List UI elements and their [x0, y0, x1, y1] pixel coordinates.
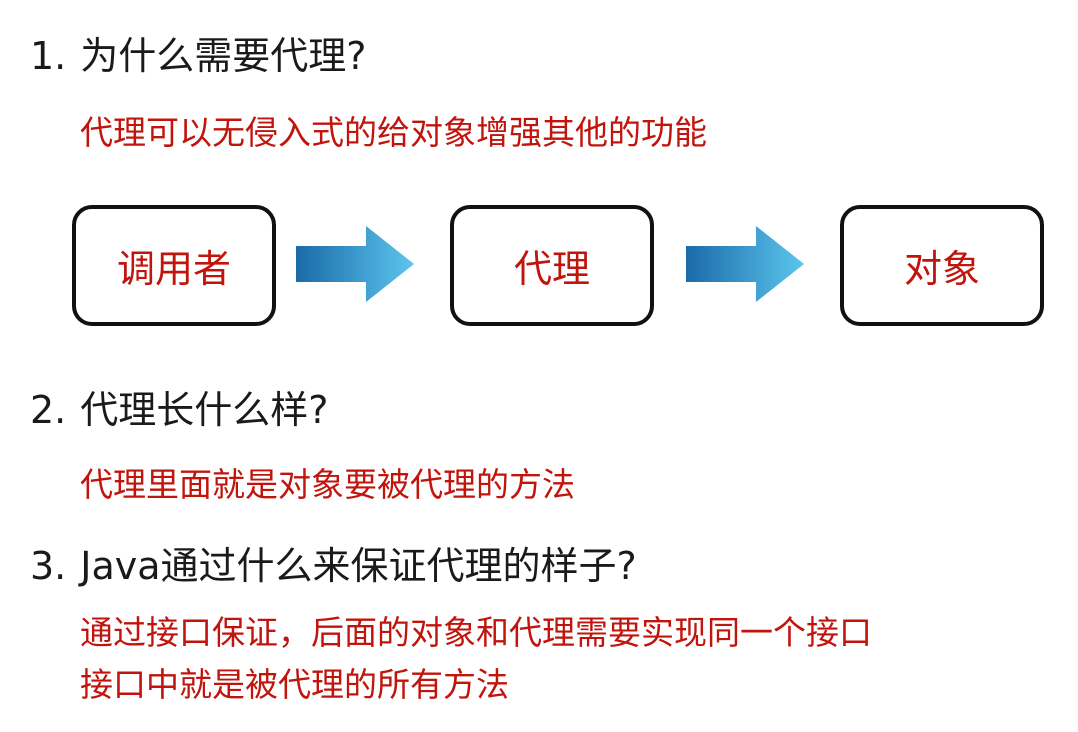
question-2: 2. 代理长什么样?	[30, 388, 329, 432]
answer-3-line-2: 接口中就是被代理的所有方法	[80, 665, 509, 704]
question-2-number: 2.	[30, 388, 67, 432]
answer-2: 代理里面就是对象要被代理的方法	[80, 465, 575, 504]
flow-arrow-2-icon	[686, 226, 804, 302]
question-3: 3. Java通过什么来保证代理的样子?	[30, 544, 637, 588]
question-1: 1. 为什么需要代理?	[30, 34, 367, 78]
flow-box-proxy: 代理	[450, 205, 654, 326]
answer-1: 代理可以无侵入式的给对象增强其他的功能	[80, 113, 707, 152]
question-2-text: 代理长什么样?	[80, 388, 329, 432]
question-3-number: 3.	[30, 544, 67, 588]
flow-arrow-1-icon	[296, 226, 414, 302]
question-3-text: Java通过什么来保证代理的样子?	[80, 544, 637, 588]
answer-3-line-1: 通过接口保证，后面的对象和代理需要实现同一个接口	[80, 613, 872, 652]
question-1-text: 为什么需要代理?	[80, 34, 367, 78]
flow-box-caller: 调用者	[72, 205, 276, 326]
question-1-number: 1.	[30, 34, 67, 78]
flow-box-object: 对象	[840, 205, 1044, 326]
